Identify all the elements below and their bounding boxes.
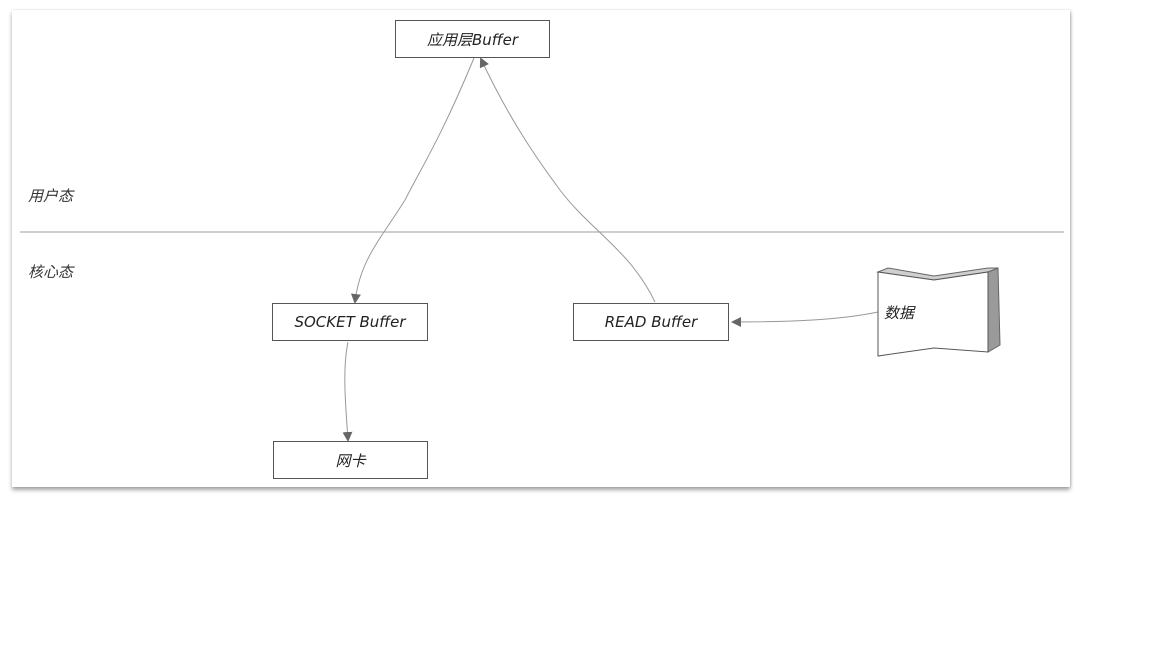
nic-node: 网卡 <box>273 441 428 479</box>
data-document-side <box>987 267 1001 353</box>
edge-app-to-socket <box>350 57 475 304</box>
data-document-front <box>877 271 989 357</box>
read-buffer-label: READ Buffer <box>604 313 698 331</box>
app-buffer-label: 应用层Buffer <box>426 30 519 49</box>
socket-buffer-node: SOCKET Buffer <box>272 303 428 341</box>
data-label: 数据 <box>884 304 915 322</box>
edge-read-to-app <box>479 57 656 303</box>
user-mode-label: 用户态 <box>28 187 74 205</box>
nic-label: 网卡 <box>335 451 366 470</box>
socket-buffer-label: SOCKET Buffer <box>294 313 406 331</box>
edge-socket-to-nic <box>342 341 353 442</box>
read-buffer-node: READ Buffer <box>573 303 729 341</box>
data-document-shape <box>876 267 1001 357</box>
edge-data-to-read <box>731 311 879 327</box>
kernel-mode-label: 核心态 <box>28 263 74 281</box>
app-buffer-node: 应用层Buffer <box>395 20 550 58</box>
diagram-canvas <box>12 10 1070 487</box>
